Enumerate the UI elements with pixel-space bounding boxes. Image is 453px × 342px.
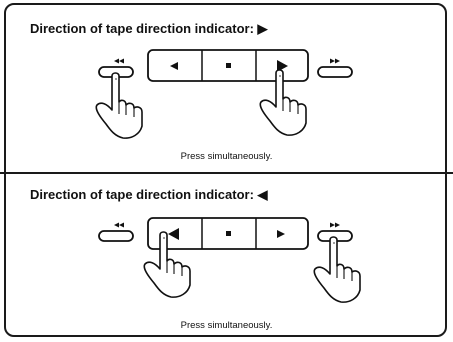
play-reverse-icon [170,62,178,70]
stop-icon [226,63,231,68]
play-reverse-icon [168,228,179,240]
fast-forward-icon [330,58,340,64]
instruction-frame [4,3,447,337]
panel-2-transport-buttons [147,217,309,250]
rewind-icon [114,222,124,228]
fast-forward-icon [330,222,340,228]
panel-1-left-hand-icon [95,72,143,139]
panel-1-transport-buttons [147,49,309,82]
panel-2-title: Direction of tape direction indicator: ◀ [30,187,268,202]
rewind-icon [114,58,124,64]
panel-1-title: Direction of tape direction indicator: ▶ [30,21,268,36]
panel-1-caption: Press simultaneously. [180,151,273,162]
panel-2-caption: Press simultaneously. [180,320,273,331]
panel-1-fast-forward-button [317,58,353,78]
stop-icon [226,231,231,236]
play-forward-icon [277,230,285,238]
play-forward-icon [277,60,288,72]
panel-2-right-hand-icon [313,236,361,303]
panel-divider [0,172,453,174]
panel-2-rewind-button [98,222,134,242]
